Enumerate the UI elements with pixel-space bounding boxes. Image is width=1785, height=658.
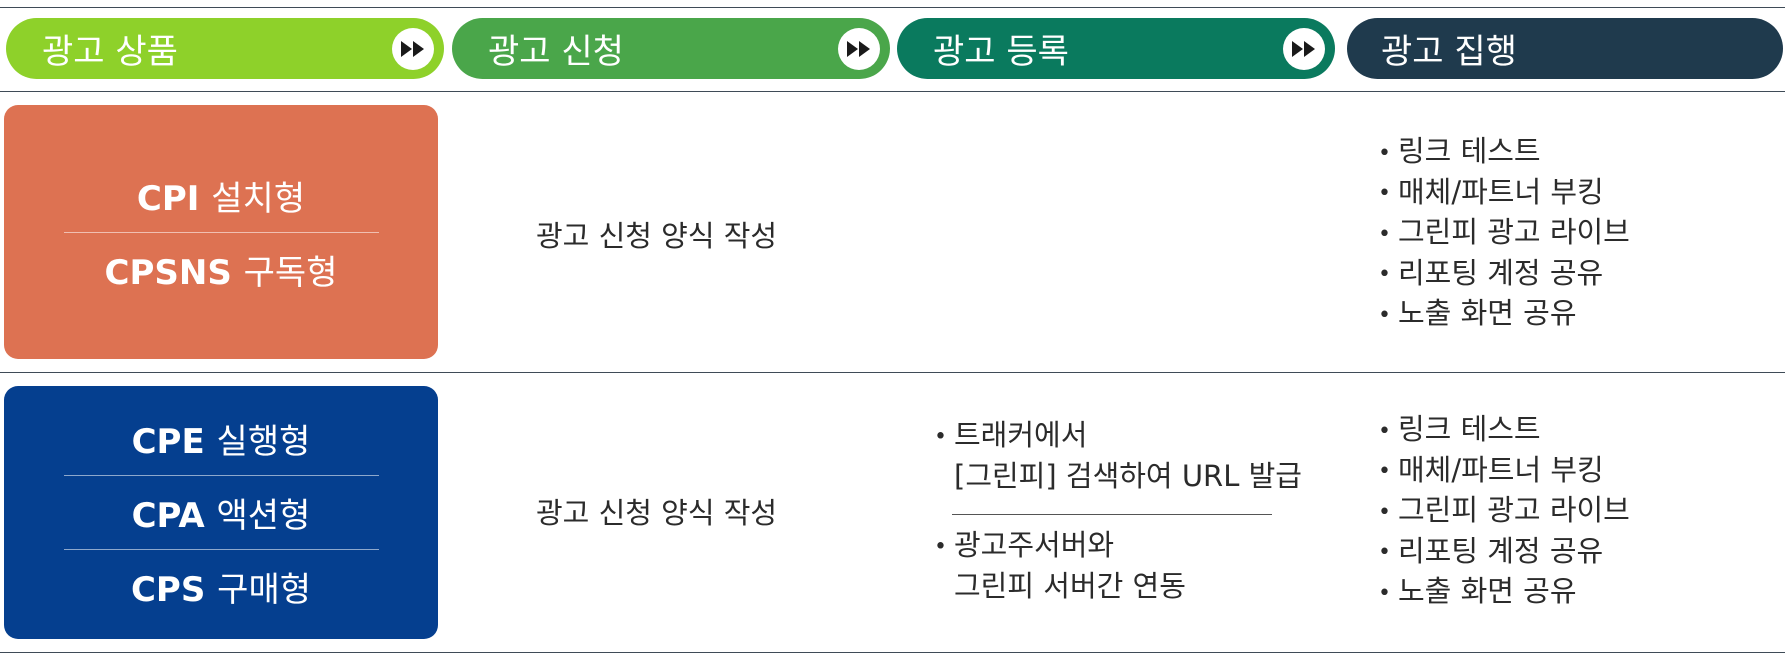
step-ad-execute: 광고 집행 — [1347, 18, 1783, 79]
product-item: CPSNS 구독형 — [64, 233, 379, 306]
row-divider — [0, 372, 1785, 373]
product-code: CPS — [130, 570, 206, 610]
register-line: 그린피 서버간 연동 — [954, 568, 1186, 603]
product-card-orange: CPI 설치형 CPSNS 구독형 — [4, 105, 438, 359]
list-item: 링크 테스트 — [1378, 132, 1630, 173]
product-item: CPA 액션형 — [64, 476, 379, 549]
divider — [63, 549, 379, 550]
execute-list: 링크 테스트 매체/파트너 부킹 그린피 광고 라이브 리포팅 계정 공유 노출… — [1378, 132, 1630, 335]
step-label: 광고 등록 — [933, 32, 1069, 72]
step-ad-register: 광고 등록 — [897, 18, 1335, 79]
product-item: CPE 실행형 — [64, 402, 379, 475]
step-ad-product: 광고 상품 — [6, 18, 444, 79]
step-label: 광고 신청 — [488, 32, 624, 72]
step-label: 광고 집행 — [1381, 32, 1517, 72]
bullet-icon: • — [934, 424, 954, 450]
execute-list: 링크 테스트 매체/파트너 부킹 그린피 광고 라이브 리포팅 계정 공유 노출… — [1378, 410, 1630, 613]
product-code: CPE — [131, 422, 205, 462]
fast-forward-icon — [392, 28, 434, 70]
product-item: CPI 설치형 — [64, 159, 379, 232]
list-item: 링크 테스트 — [1378, 410, 1630, 451]
register-line: 트래커에서 — [953, 418, 1088, 452]
register-item: • 광고주서버와 그린피 서버간 연동 — [934, 526, 1186, 606]
product-code: CPA — [131, 496, 205, 536]
step-label: 광고 상품 — [42, 32, 178, 72]
apply-step-text: 광고 신청 양식 작성 — [536, 219, 778, 253]
bottom-rule — [0, 652, 1785, 653]
divider — [63, 231, 379, 233]
register-line: [그린피] 검색하여 URL 발급 — [954, 458, 1302, 493]
product-type: 설치형 — [211, 178, 306, 219]
product-type: 실행형 — [216, 422, 311, 462]
fast-forward-icon — [838, 28, 880, 70]
fast-forward-icon — [1283, 28, 1325, 70]
bullet-icon: • — [934, 534, 954, 560]
product-code: CPI — [136, 178, 200, 219]
register-divider — [952, 514, 1272, 515]
product-card-blue: CPE 실행형 CPA 액션형 CPS 구매형 — [4, 386, 438, 639]
apply-step-text: 광고 신청 양식 작성 — [536, 496, 778, 530]
list-item: 노출 화면 공유 — [1378, 294, 1630, 335]
product-type: 구독형 — [243, 252, 338, 293]
product-item: CPS 구매형 — [64, 550, 379, 623]
divider — [63, 475, 379, 476]
product-code: CPSNS — [104, 252, 232, 293]
list-item: 매체/파트너 부킹 — [1378, 451, 1630, 492]
list-item: 그린피 광고 라이브 — [1378, 491, 1630, 532]
list-item: 리포팅 계정 공유 — [1378, 254, 1630, 295]
list-item: 매체/파트너 부킹 — [1378, 173, 1630, 214]
header-rule — [0, 91, 1785, 92]
list-item: 리포팅 계정 공유 — [1378, 532, 1630, 573]
step-ad-apply: 광고 신청 — [452, 18, 890, 79]
list-item: 그린피 광고 라이브 — [1378, 213, 1630, 254]
product-type: 액션형 — [216, 496, 311, 536]
list-item: 노출 화면 공유 — [1378, 572, 1630, 613]
top-rule — [0, 7, 1785, 8]
register-item: • 트래커에서 [그린피] 검색하여 URL 발급 — [934, 416, 1302, 496]
register-line: 광고주서버와 — [953, 528, 1115, 562]
product-type: 구매형 — [217, 570, 312, 610]
